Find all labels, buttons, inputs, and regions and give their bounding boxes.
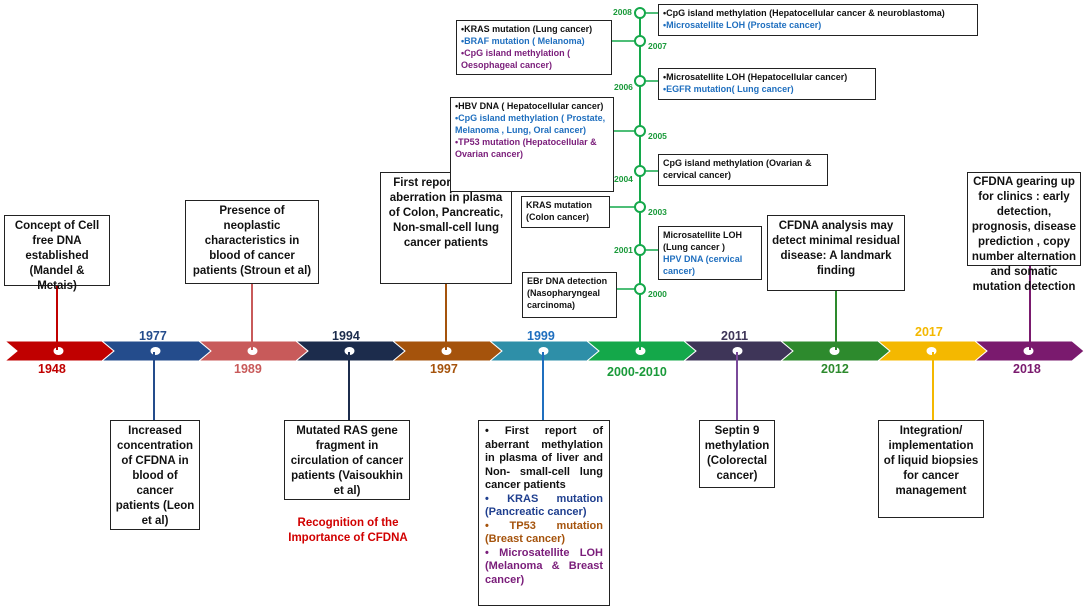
event-box-1948: Concept of Cell free DNA established (Ma… (4, 215, 110, 292)
note-1999-kras: • KRAS mutation (Pancreatic cancer) (485, 492, 603, 519)
year-label-2017: 2017 (915, 325, 943, 339)
decade-node-2005 (634, 125, 646, 137)
year-label-1997: 1997 (430, 362, 458, 376)
decade-year-2005: 2005 (648, 131, 667, 141)
note-2008-loh: •Microsatellite LOH (Prostate cancer) (663, 20, 822, 30)
timeline-node-2000-2010 (635, 347, 646, 355)
timeline-node-1994 (344, 347, 355, 355)
timeline-node-2012 (829, 347, 840, 355)
event-box-2012: CFDNA analysis may detect minimal residu… (767, 215, 905, 291)
decade-node-2007 (634, 35, 646, 47)
note-1999-loh: • Microsatellite LOH (Melanoma & Breast … (485, 546, 603, 586)
note-2005-tp53: •TP53 mutation (Hepatocellular & Ovarian… (455, 137, 597, 159)
decade-node-2008 (634, 7, 646, 19)
decade-box-2001: Microsatellite LOH (Lung cancer ) HPV DN… (658, 226, 762, 280)
note-2008-cpg: •CpG island methylation (Hepatocellular … (663, 8, 945, 18)
decade-box-2000: EBr DNA detection (Nasopharyngeal carcin… (522, 272, 617, 318)
note-1999-tp53: • TP53 mutation (Breast cancer) (485, 519, 603, 546)
year-label-1948: 1948 (38, 362, 66, 376)
decade-year-2000: 2000 (648, 289, 667, 299)
decade-node-2006 (634, 75, 646, 87)
decade-box-2005: •HBV DNA ( Hepatocellular cancer) •CpG i… (450, 97, 614, 192)
decade-box-2008: •CpG island methylation (Hepatocellular … (658, 4, 978, 36)
importance-note: Recognition of the Importance of CFDNA (288, 517, 408, 544)
decade-year-2004: 2004 (614, 174, 633, 184)
decade-year-2001: 2001 (614, 245, 633, 255)
note-2005-cpg: •CpG island methylation ( Prostate, Mela… (455, 113, 606, 135)
decade-node-2001 (634, 244, 646, 256)
decade-year-2003: 2003 (648, 207, 667, 217)
timeline-node-2011 (732, 347, 743, 355)
decade-box-2003: KRAS mutation (Colon cancer) (521, 196, 610, 228)
timeline-node-1989 (247, 347, 258, 355)
note-2001-loh: Microsatellite LOH (Lung cancer ) (663, 230, 743, 252)
event-box-2018: CFDNA gearing up for clinics : early det… (967, 172, 1081, 293)
year-label-1977: 1977 (139, 329, 167, 343)
event-box-1994: Mutated RAS gene fragment in circulation… (284, 420, 410, 500)
note-2001-hpv: HPV DNA (cervical cancer) (663, 254, 743, 276)
note-2007-cpg: •CpG island methylation ( Oesophageal ca… (461, 48, 571, 70)
decade-box-2004: CpG island methylation (Ovarian & cervic… (658, 154, 828, 186)
decade-year-2008: 2008 (613, 7, 632, 17)
year-label-2011: 2011 (721, 329, 749, 343)
decade-year-2007: 2007 (648, 41, 667, 51)
year-label-1989: 1989 (234, 362, 262, 376)
note-2007-kras: •KRAS mutation (Lung cancer) (461, 24, 593, 34)
year-label-2000-2010: 2000-2010 (607, 365, 667, 379)
decade-node-2000 (634, 283, 646, 295)
decade-box-2006: •Microsatellite LOH (Hepatocellular canc… (658, 68, 876, 100)
timeline-node-1977 (150, 347, 161, 355)
timeline-node-1948 (53, 347, 64, 355)
timeline-node-2017 (926, 347, 937, 355)
event-box-1999: • First report of aberrant methylation i… (478, 420, 610, 606)
year-label-1994: 1994 (332, 329, 360, 343)
decade-box-2007: •KRAS mutation (Lung cancer) •BRAF mutat… (456, 20, 612, 75)
event-box-2017: Integration/ implementation of liquid bi… (878, 420, 984, 518)
event-box-2011: Septin 9 methylation (Colorectal cancer) (699, 420, 775, 488)
event-box-1977: Increased concentration of CFDNA in bloo… (110, 420, 200, 530)
note-2007-braf: •BRAF mutation ( Melanoma) (461, 36, 585, 46)
year-label-2018: 2018 (1013, 362, 1041, 376)
year-label-1999: 1999 (527, 329, 555, 343)
decade-node-2004 (634, 165, 646, 177)
year-label-2012: 2012 (821, 362, 849, 376)
timeline-node-2018 (1023, 347, 1034, 355)
note-2006-loh: •Microsatellite LOH (Hepatocellular canc… (663, 72, 848, 82)
decade-node-2003 (634, 201, 646, 213)
timeline-node-1997 (441, 347, 452, 355)
note-1999-methylation: • First report of aberrant methylation i… (485, 425, 603, 491)
note-2005-hbv: •HBV DNA ( Hepatocellular cancer) (455, 101, 604, 111)
note-2006-egfr: •EGFR mutation( Lung cancer) (663, 84, 794, 94)
decade-year-2006: 2006 (614, 82, 633, 92)
timeline-node-1999 (538, 347, 549, 355)
event-box-1989: Presence of neoplastic characteristics i… (185, 200, 319, 284)
